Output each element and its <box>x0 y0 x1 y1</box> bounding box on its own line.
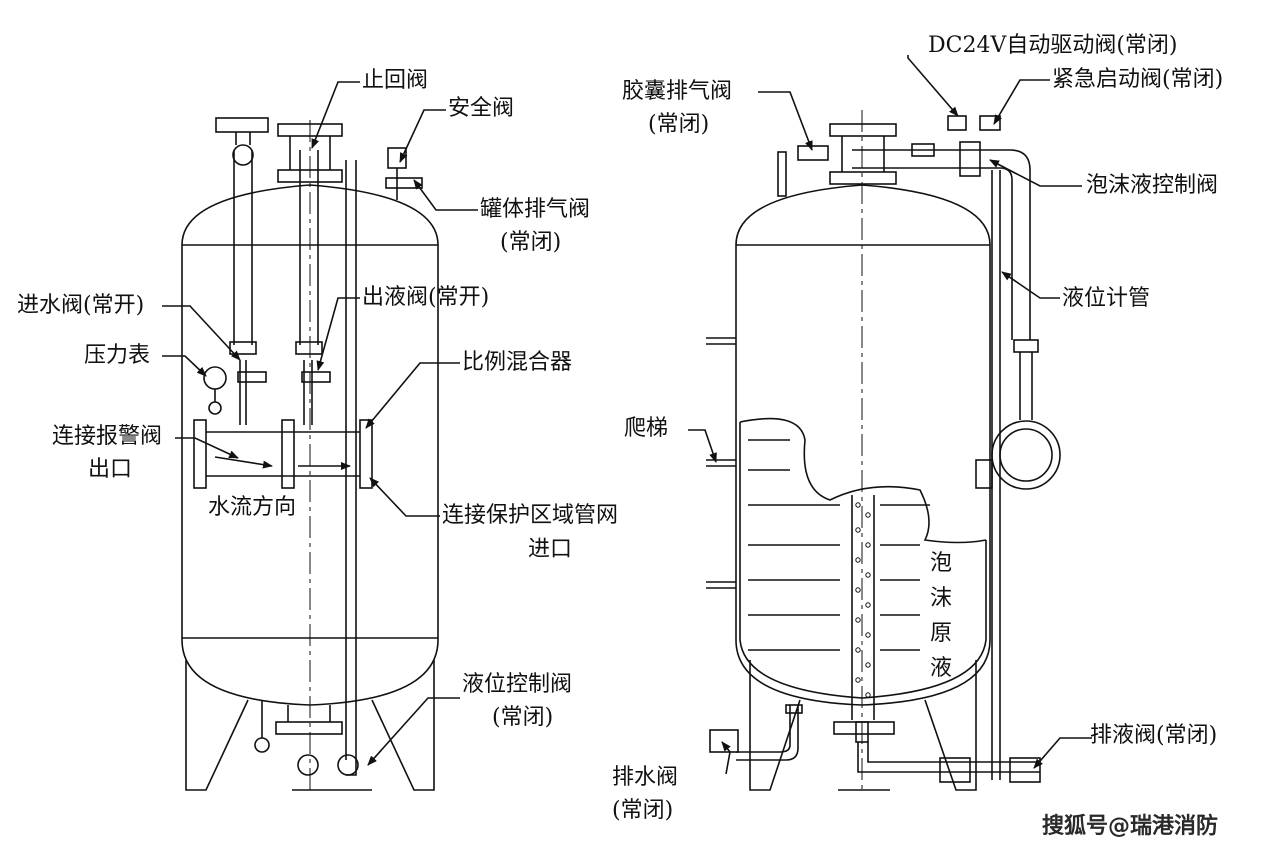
perforated-tube-holes <box>855 502 871 698</box>
ladder-label: 爬梯 <box>624 416 669 441</box>
pressure-gauge-label: 压力表 <box>84 343 151 368</box>
level-control-valve-state: (常闭) <box>492 705 554 730</box>
drain-water-valve-state: (常闭) <box>612 798 674 823</box>
dc24v-valve-label: DC24V自动驱动阀(常闭) <box>928 33 1178 58</box>
foam-char-3: 原 <box>929 621 952 646</box>
outlet-valve-label: 出液阀(常开) <box>362 285 490 310</box>
foam-control-valve-label: 泡沫液控制阀 <box>1086 173 1219 198</box>
foam-concentrate-label: 泡 沫 原 液 <box>928 546 954 686</box>
tank-vent-valve-state: (常闭) <box>500 230 562 255</box>
left-tank <box>181 117 439 791</box>
drain-water-valve-label: 排水阀 <box>612 765 679 790</box>
protection-zone-inlet-label-2: 进口 <box>528 537 573 562</box>
foam-char-1: 泡 <box>929 551 952 576</box>
bladder-vent-valve-state: (常闭) <box>648 112 710 137</box>
level-gauge-tube-label: 液位计管 <box>1062 286 1151 311</box>
foam-char-4: 液 <box>929 656 952 681</box>
proportioner-label: 比例混合器 <box>462 350 573 375</box>
right-tank <box>706 110 1061 791</box>
watermark: 搜狐号@瑞港消防 <box>1042 814 1219 839</box>
protection-zone-inlet-label: 连接保护区域管网 <box>442 503 619 528</box>
emergency-start-valve-label: 紧急启动阀(常闭) <box>1052 67 1224 92</box>
alarm-valve-outlet-label: 连接报警阀 <box>52 424 163 449</box>
flow-direction-label: 水流方向 <box>208 495 297 520</box>
drain-liquid-valve-label: 排液阀(常闭) <box>1090 723 1218 748</box>
check-valve-label: 止回阀 <box>362 68 429 93</box>
alarm-valve-outlet-label-2: 出口 <box>88 457 133 482</box>
inlet-valve-label: 进水阀(常开) <box>17 293 145 318</box>
level-control-valve-label: 液位控制阀 <box>462 672 573 697</box>
foam-char-2: 沫 <box>929 586 952 611</box>
safety-valve-label: 安全阀 <box>448 96 515 121</box>
bladder-vent-valve-label: 胶囊排气阀 <box>622 79 733 104</box>
tank-vent-valve-label: 罐体排气阀 <box>480 197 591 222</box>
leader-lines <box>162 55 1092 775</box>
